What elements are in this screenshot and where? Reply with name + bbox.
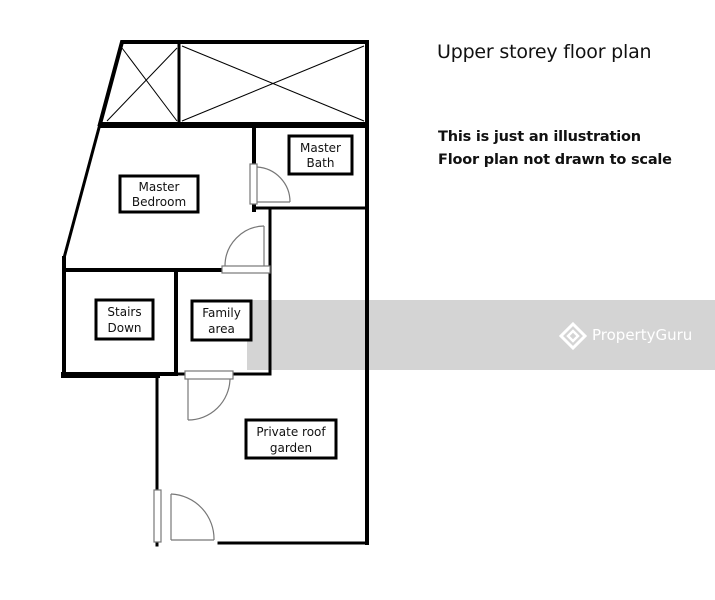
room-label-stairs: Stairs Down: [94, 298, 155, 341]
watermark-text: PropertyGuru: [592, 326, 693, 344]
svg-text:Stairs: Stairs: [107, 305, 141, 319]
svg-text:garden: garden: [270, 441, 312, 455]
door-roof-garden: [153, 489, 215, 543]
disclaimer-line-2: Floor plan not drawn to scale: [438, 152, 672, 168]
room-label-master-bedroom: Master Bedroom: [118, 174, 200, 214]
door-family-area: [184, 370, 234, 421]
svg-text:area: area: [208, 322, 235, 336]
svg-text:Bedroom: Bedroom: [132, 195, 186, 209]
svg-text:Down: Down: [107, 321, 141, 335]
room-label-family-area: Family area: [190, 299, 253, 342]
door-master-bedroom: [221, 225, 271, 274]
room-label-roof-garden: Private roof garden: [244, 418, 338, 460]
plan-title: Upper storey floor plan: [437, 41, 652, 63]
svg-text:Private roof: Private roof: [256, 425, 326, 439]
void-area: [97, 40, 369, 126]
svg-text:Master: Master: [300, 141, 341, 155]
disclaimer-line-1: This is just an illustration: [438, 129, 641, 145]
watermark-band: [247, 300, 715, 370]
svg-text:Master: Master: [139, 180, 180, 194]
svg-text:Family: Family: [202, 306, 241, 320]
svg-text:Bath: Bath: [307, 156, 335, 170]
walls: [61, 40, 369, 547]
room-label-master-bath: Master Bath: [287, 134, 354, 176]
propertyguru-logo-icon: [559, 322, 587, 350]
door-master-bath: [249, 163, 291, 205]
